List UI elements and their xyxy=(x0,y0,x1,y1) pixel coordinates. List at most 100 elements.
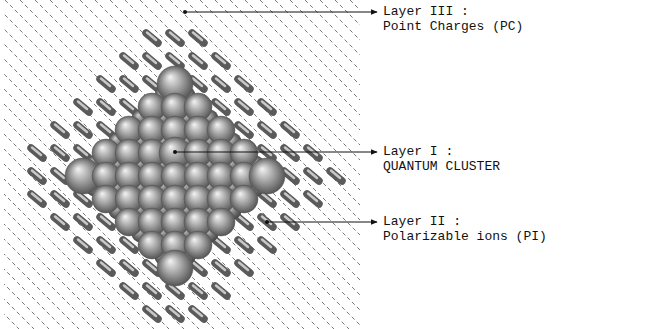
ion-rod xyxy=(77,148,89,158)
ion-rod xyxy=(215,79,227,89)
hatch-stroke xyxy=(35,0,360,329)
hatch-stroke xyxy=(4,0,255,329)
ion-rod xyxy=(123,56,135,66)
ion-rod xyxy=(169,309,181,319)
ion-rod-highlight xyxy=(285,148,294,156)
ion-rod xyxy=(31,148,43,158)
ion-rod-highlight xyxy=(308,148,317,156)
ion-rod xyxy=(31,194,43,204)
cluster-ion xyxy=(184,231,212,259)
hatch-stroke xyxy=(275,0,360,329)
ion-rod-highlight xyxy=(78,148,87,156)
ion-rod xyxy=(215,286,227,296)
ion-rod xyxy=(169,56,181,66)
hatch-stroke xyxy=(65,0,360,329)
cluster-ion xyxy=(230,185,258,213)
ion-rod xyxy=(215,102,227,112)
hatch-stroke xyxy=(50,0,360,329)
polarizable-ions xyxy=(31,33,342,320)
ion-rod-highlight xyxy=(239,102,248,110)
ion-rod xyxy=(123,286,135,296)
ion-rod-highlight xyxy=(147,33,156,41)
ion-rod xyxy=(192,286,204,296)
ion-rod-highlight xyxy=(124,79,133,87)
cluster-ion xyxy=(207,208,235,236)
cluster-ion xyxy=(157,250,193,286)
ion-rod xyxy=(284,148,296,158)
hatch-stroke xyxy=(155,0,360,329)
cluster-ion xyxy=(249,158,285,194)
hatch-stroke xyxy=(5,0,345,329)
ion-rod-highlight xyxy=(32,194,41,202)
ion-rod xyxy=(146,56,158,66)
ion-rod-highlight xyxy=(55,148,64,156)
ion-rod xyxy=(100,217,112,227)
ion-rod-highlight xyxy=(78,125,87,133)
ion-rod xyxy=(146,79,158,89)
ion-rod xyxy=(146,309,158,319)
ion-rod-highlight xyxy=(55,217,64,225)
ion-rod xyxy=(238,125,250,135)
ion-rod xyxy=(192,263,204,273)
ion-rod xyxy=(284,171,296,181)
ion-rod-highlight xyxy=(170,33,179,41)
ion-rod xyxy=(54,125,66,135)
ion-rod xyxy=(100,79,112,89)
ion-rod xyxy=(123,79,135,89)
ion-rod xyxy=(77,240,89,250)
ion-rod-highlight xyxy=(124,56,133,64)
ion-rod xyxy=(77,217,89,227)
hatch-stroke xyxy=(290,0,360,329)
hatch-stroke xyxy=(185,0,360,329)
ion-rod xyxy=(54,171,66,181)
ion-rod xyxy=(169,286,181,296)
hatch-stroke xyxy=(4,0,15,329)
ion-rod-highlight xyxy=(239,125,248,133)
ion-rod-highlight xyxy=(78,240,87,248)
ion-rod-highlight xyxy=(101,102,110,110)
ion-rod-highlight xyxy=(101,79,110,87)
leader-line xyxy=(175,152,377,153)
ion-rod-highlight xyxy=(216,240,225,248)
ion-rod xyxy=(307,171,319,181)
ion-rod-highlight xyxy=(193,33,202,41)
hatch-stroke xyxy=(350,0,360,329)
leader-line xyxy=(185,12,377,13)
ion-rod-highlight xyxy=(170,286,179,294)
ion-rod-highlight xyxy=(101,125,110,133)
hatch-stroke xyxy=(4,0,225,329)
ion-rod xyxy=(284,125,296,135)
hatch-stroke xyxy=(200,0,360,329)
ion-rod xyxy=(77,102,89,112)
ion-rod-highlight xyxy=(193,263,202,271)
ion-rod-highlight xyxy=(262,217,271,225)
ion-rod xyxy=(100,102,112,112)
ion-rod xyxy=(261,194,273,204)
ion-rod-highlight xyxy=(124,263,133,271)
ion-rod-highlight xyxy=(170,56,179,64)
ion-rod xyxy=(77,194,89,204)
hatch-stroke xyxy=(4,0,180,329)
ion-rod xyxy=(146,286,158,296)
ion-rod-highlight xyxy=(147,263,156,271)
hatch-stroke xyxy=(4,0,30,329)
hatch-stroke xyxy=(170,0,360,329)
ion-rod-highlight xyxy=(216,56,225,64)
ion-rod xyxy=(192,79,204,89)
ion-rod-highlight xyxy=(78,194,87,202)
ion-rod-highlight xyxy=(239,217,248,225)
point-charge-hatching xyxy=(4,0,360,329)
ion-rod-highlight xyxy=(285,194,294,202)
ion-rod-highlight xyxy=(78,217,87,225)
ion-rod-highlight xyxy=(216,102,225,110)
ion-rod-highlight xyxy=(193,286,202,294)
ion-rod xyxy=(307,194,319,204)
ion-rod-highlight xyxy=(147,286,156,294)
ion-rod xyxy=(31,171,43,181)
ion-rod-highlight xyxy=(193,309,202,317)
ion-rod-highlight xyxy=(101,263,110,271)
hatch-stroke xyxy=(4,0,165,329)
ion-rod xyxy=(146,33,158,43)
hatch-stroke xyxy=(215,0,360,329)
